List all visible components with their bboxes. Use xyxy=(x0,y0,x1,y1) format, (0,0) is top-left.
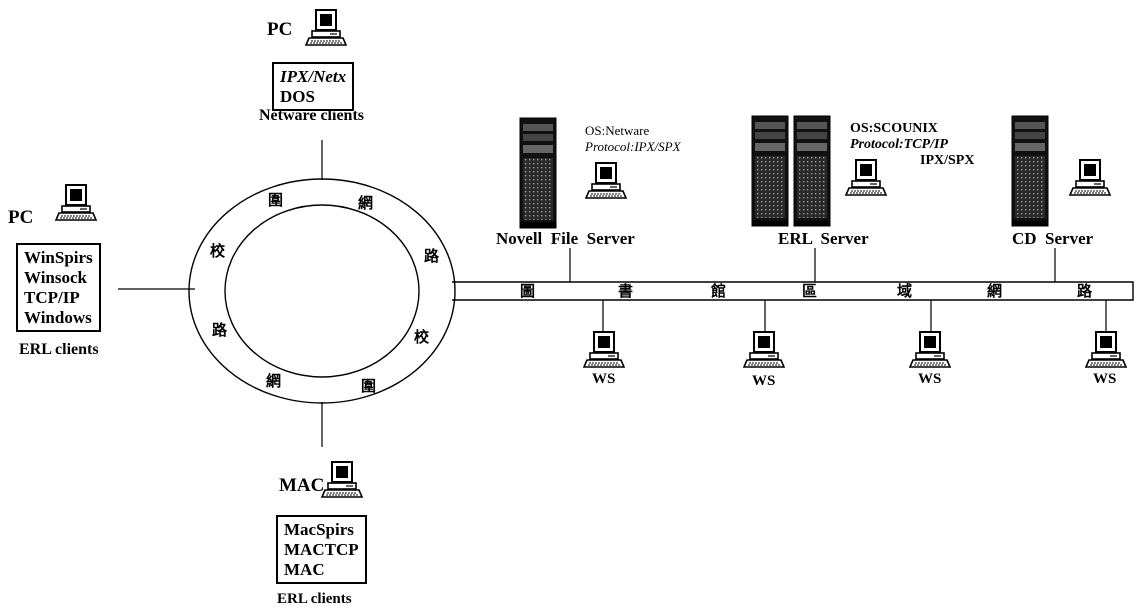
ring-char: 圍 xyxy=(361,377,377,395)
campus-ring-inner xyxy=(224,204,420,378)
desktop-computer-icon xyxy=(909,331,951,368)
ws-label: WS xyxy=(918,371,942,387)
erl-server-name: ERL Server xyxy=(778,229,869,248)
erl-protocol-label: Protocol:TCP/IP xyxy=(850,137,948,152)
novell-protocol-label: Protocol:IPX/SPX xyxy=(585,139,681,154)
desktop-computer-icon xyxy=(583,331,625,368)
ring-char: 校 xyxy=(414,328,430,346)
stack-line: MACTCP xyxy=(284,540,359,560)
server-tower-icon xyxy=(519,117,557,229)
server-tower-icon xyxy=(1011,115,1049,227)
ring-char: 路 xyxy=(212,321,228,339)
stack-line: Windows xyxy=(24,308,92,328)
desktop-computer-icon xyxy=(305,9,347,46)
novell-os-label: OS:Netware xyxy=(585,123,650,138)
bus-char: 域 xyxy=(897,282,913,300)
ws-label: WS xyxy=(752,373,776,389)
erl-os-label: OS:SCOUNIX xyxy=(850,121,938,136)
server-tower-icon xyxy=(793,115,831,227)
cd-server-name: CD Server xyxy=(1012,229,1094,248)
mac-stack-box: MacSpirs MACTCP MAC xyxy=(276,515,367,585)
erl-protocol2-label: IPX/SPX xyxy=(920,153,975,168)
ws-label: WS xyxy=(1093,371,1117,387)
stack-line: MAC xyxy=(284,560,325,580)
stack-line: Winsock xyxy=(24,268,87,288)
stack-line: TCP/IP xyxy=(24,288,80,308)
bus-char: 圖 xyxy=(520,282,536,300)
server-tower-icon xyxy=(751,115,789,227)
netware-caption: Netware clients xyxy=(259,107,364,124)
netware-device-label: PC xyxy=(267,19,293,40)
pc-caption: ERL clients xyxy=(19,341,99,358)
ring-char: 校 xyxy=(210,242,226,260)
pc-stack-box: WinSpirs Winsock TCP/IP Windows xyxy=(16,243,101,333)
novell-server-name: Novell File Server xyxy=(496,229,635,248)
ws-label: WS xyxy=(592,371,616,387)
bus-char: 書 xyxy=(618,282,634,300)
bus-char: 區 xyxy=(802,282,818,300)
bus-char: 館 xyxy=(711,282,727,300)
bus-char: 網 xyxy=(987,282,1003,300)
mac-caption: ERL clients xyxy=(277,591,352,607)
desktop-computer-icon xyxy=(845,159,887,196)
desktop-computer-icon xyxy=(321,461,363,498)
stack-line: IPX/Netx xyxy=(280,67,347,86)
stack-line: MacSpirs xyxy=(284,520,354,539)
desktop-computer-icon xyxy=(1085,331,1127,368)
bus-char: 路 xyxy=(1077,282,1093,300)
library-lan-bus xyxy=(452,281,1134,301)
ring-char: 網 xyxy=(358,194,374,212)
desktop-computer-icon xyxy=(585,162,627,199)
netware-stack-box: IPX/Netx DOS xyxy=(272,62,355,112)
ring-char: 路 xyxy=(424,247,440,265)
desktop-computer-icon xyxy=(55,184,97,221)
stack-line: DOS xyxy=(280,87,315,107)
ring-char: 圍 xyxy=(268,191,284,209)
desktop-computer-icon xyxy=(743,331,785,368)
campus-ring-outer xyxy=(188,178,456,404)
stack-line: WinSpirs xyxy=(24,248,93,267)
desktop-computer-icon xyxy=(1069,159,1111,196)
pc-device-label: PC xyxy=(8,207,34,228)
ring-char: 網 xyxy=(266,372,282,390)
mac-device-label: MAC xyxy=(279,475,325,496)
